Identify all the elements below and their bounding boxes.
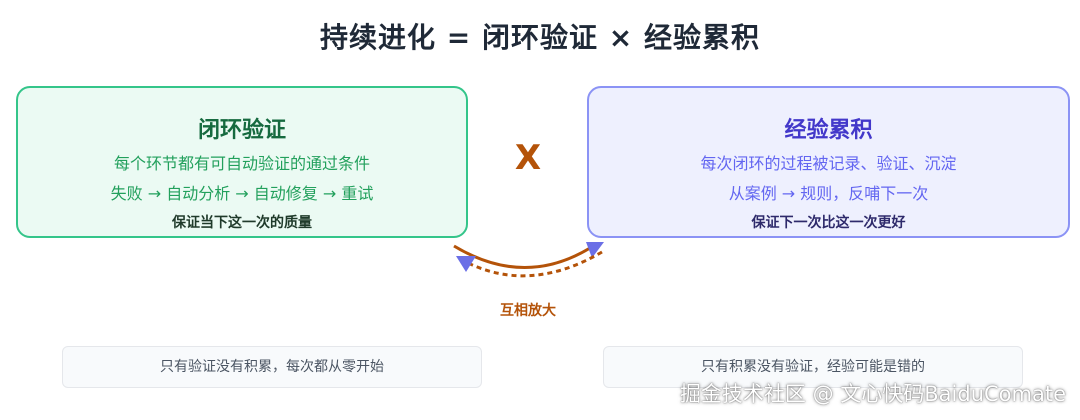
card-summary: 保证当下这一次的质量 — [172, 215, 312, 231]
mutual-cycle-arrows — [453, 242, 604, 278]
card-title: 闭环验证 — [197, 118, 286, 143]
card-summary: 保证下一次比这一次更好 — [751, 215, 906, 231]
card-description: 每次闭环的过程被记录、验证、沉淀 — [700, 154, 957, 173]
diagram-title: 持续进化 = 闭环验证 × 经验累积 — [320, 21, 760, 54]
watermark: 掘金技术社区 @ 文心快码BaiduComate — [679, 382, 1066, 406]
note-left: 只有验证没有积累，每次都从零开始 — [62, 346, 482, 388]
experience-accumulation-card: 经验累积 每次闭环的过程被记录、验证、沉淀 从案例 → 规则，反哺下一次 保证下… — [587, 86, 1070, 238]
card-flow: 失败 → 自动分析 → 自动修复 → 重试 — [110, 184, 374, 203]
forward-arrowhead-icon — [586, 242, 604, 258]
cycle-label: 互相放大 — [500, 303, 556, 319]
forward-arc — [453, 244, 591, 269]
card-title: 经验累积 — [784, 118, 873, 143]
multiply-operator: X — [514, 138, 542, 178]
card-flow: 从案例 → 规则，反哺下一次 — [728, 184, 929, 203]
note-right: 只有积累没有验证，经验可能是错的 — [603, 346, 1023, 388]
return-arrowhead-icon — [456, 256, 476, 272]
return-arc — [465, 250, 603, 278]
card-description: 每个环节都有可自动验证的通过条件 — [113, 154, 370, 173]
closed-loop-verification-card: 闭环验证 每个环节都有可自动验证的通过条件 失败 → 自动分析 → 自动修复 →… — [16, 86, 468, 238]
